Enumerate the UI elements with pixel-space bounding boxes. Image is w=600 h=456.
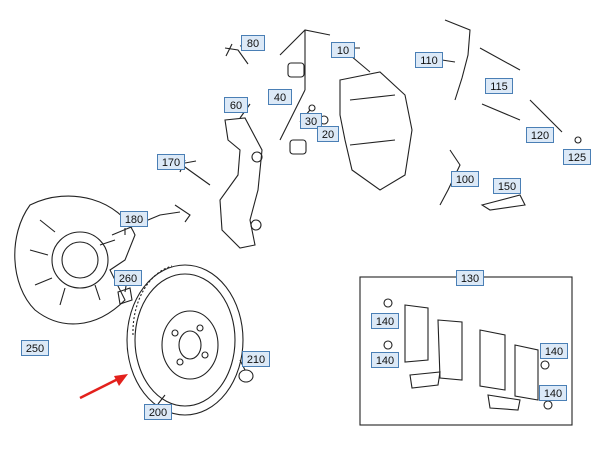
callout-20[interactable]: 20 (317, 126, 339, 142)
callout-170[interactable]: 170 (157, 154, 185, 170)
dust-shield (14, 195, 136, 325)
callout-200[interactable]: 200 (144, 404, 172, 420)
callout-210[interactable]: 210 (242, 351, 270, 367)
callout-110[interactable]: 110 (415, 52, 443, 68)
callout-180[interactable]: 180 (120, 211, 148, 227)
callout-100[interactable]: 100 (451, 171, 479, 187)
callout-130[interactable]: 130 (456, 270, 484, 286)
callout-250[interactable]: 250 (21, 340, 49, 356)
callout-140-top-right[interactable]: 140 (540, 343, 568, 359)
callout-115[interactable]: 115 (485, 78, 513, 94)
callout-80[interactable]: 80 (241, 35, 265, 51)
brake-pad-right (479, 329, 506, 391)
brake-disc (126, 264, 244, 416)
callout-260[interactable]: 260 (114, 270, 142, 286)
callout-140-bottom-left[interactable]: 140 (371, 352, 399, 368)
caliper (339, 71, 413, 191)
red-arrow-indicator (79, 374, 128, 400)
callout-40[interactable]: 40 (268, 89, 292, 105)
callout-30[interactable]: 30 (300, 113, 322, 129)
brake-pad-left (404, 304, 429, 363)
callout-140-top-left[interactable]: 140 (371, 313, 399, 329)
callout-10[interactable]: 10 (331, 42, 355, 58)
caliper-bracket (219, 117, 263, 249)
callout-125[interactable]: 125 (563, 149, 591, 165)
callout-120[interactable]: 120 (526, 127, 554, 143)
callout-60[interactable]: 60 (224, 97, 248, 113)
callout-140-bottom-right[interactable]: 140 (539, 385, 567, 401)
callout-150[interactable]: 150 (493, 178, 521, 194)
